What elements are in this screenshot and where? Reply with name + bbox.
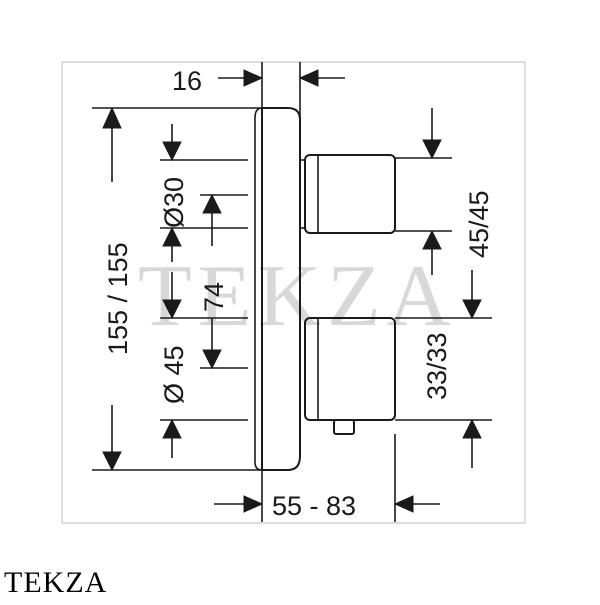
upper-knob	[300, 154, 396, 234]
dim-upper-offset: 45/45	[464, 190, 494, 258]
dim-lower-diameter: Ø 45	[159, 345, 189, 404]
drawing-frame	[61, 61, 526, 524]
dim-depth-range: 55 - 83	[272, 491, 356, 521]
watermark-text: TEKZA	[138, 248, 456, 345]
brand-label: TEKZA	[4, 566, 108, 599]
dim-lower-offset: 33/33	[422, 332, 452, 400]
extension-lines	[92, 62, 492, 522]
dimension-arrows	[102, 69, 482, 513]
dim-upper-diameter: Ø30	[159, 177, 189, 228]
dim-top-width: 16	[172, 66, 202, 96]
dim-overall-height: 155 / 155	[103, 242, 133, 355]
lower-knob	[304, 317, 396, 435]
dim-center-spacing: 74	[199, 282, 229, 312]
